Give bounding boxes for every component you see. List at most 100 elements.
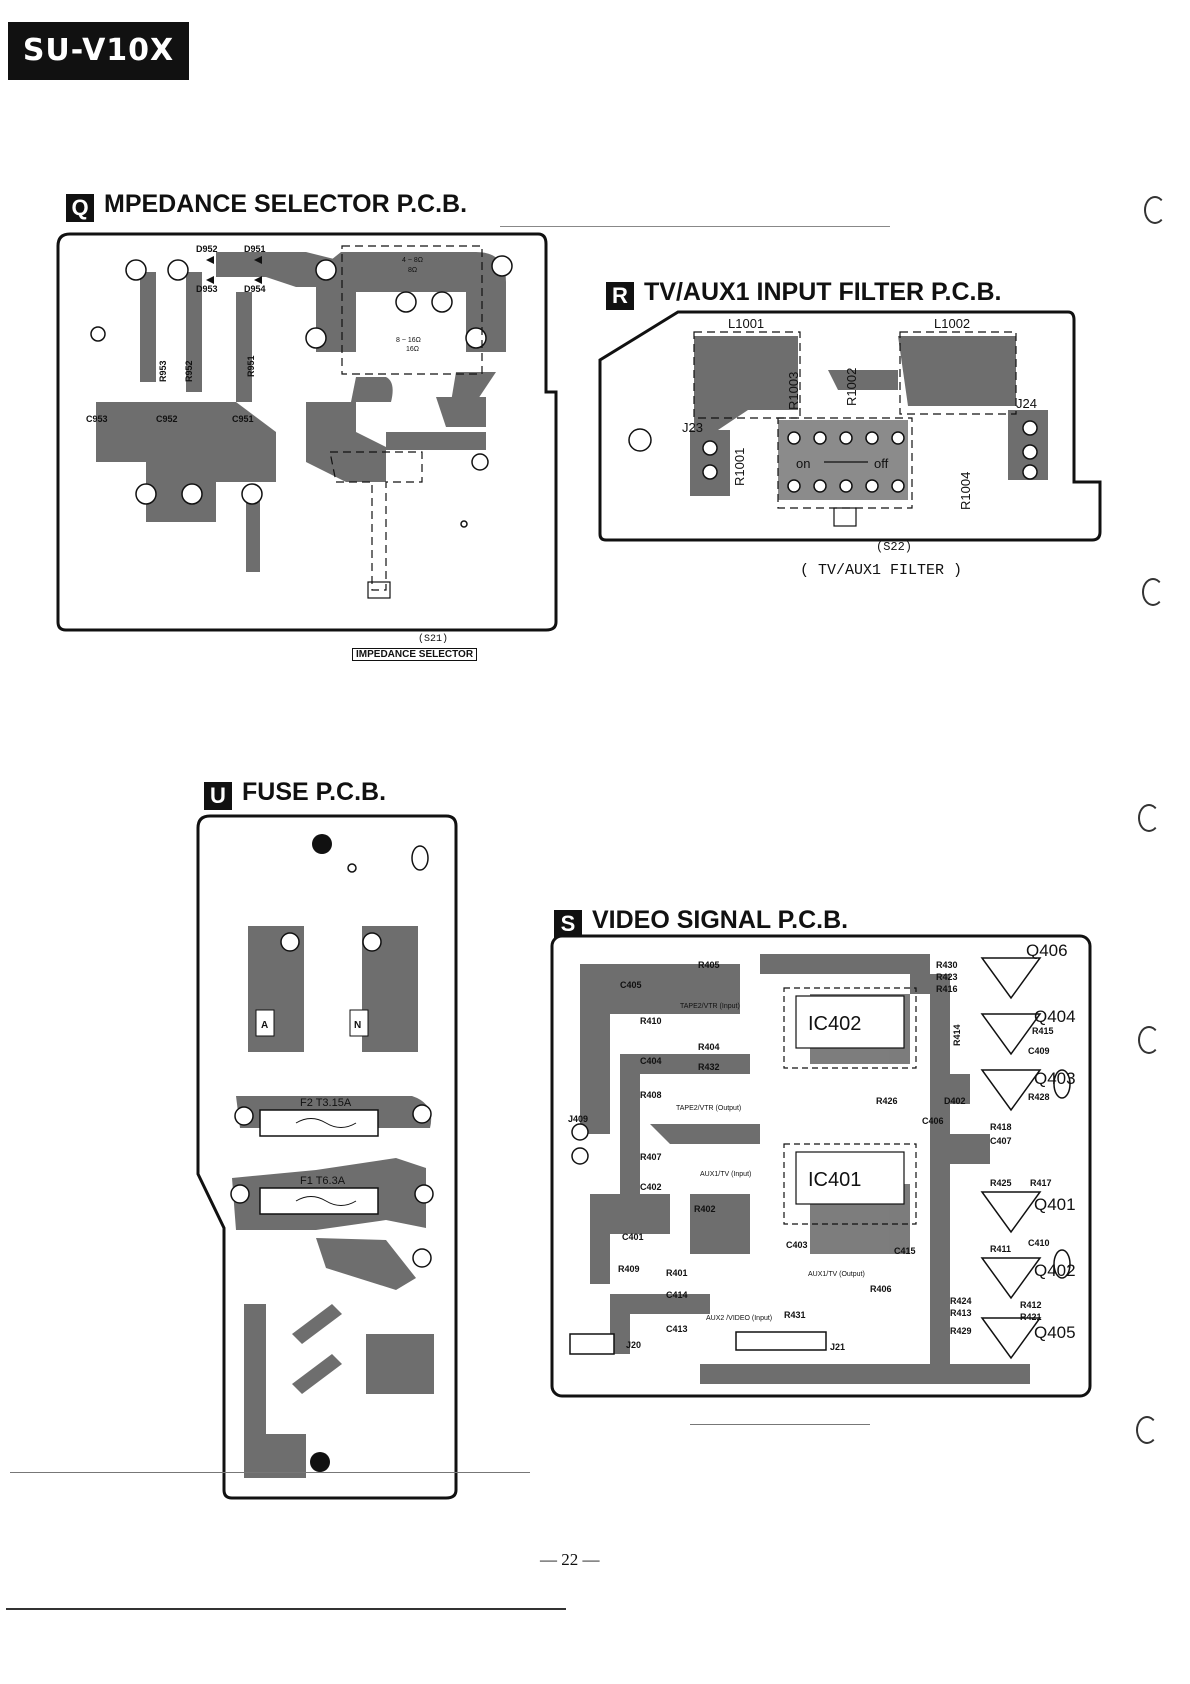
label-r410: R410 bbox=[640, 1016, 662, 1026]
label-c952: C952 bbox=[156, 414, 178, 424]
label-r416: R416 bbox=[936, 984, 958, 994]
label-r426: R426 bbox=[876, 1096, 898, 1106]
label-r402: R402 bbox=[694, 1204, 716, 1214]
label-r413: R413 bbox=[950, 1308, 972, 1318]
label-l1001: L1001 bbox=[728, 316, 764, 331]
label-tape2-input: TAPE2/VTR (Input) bbox=[680, 1003, 740, 1010]
label-d951: D951 bbox=[244, 244, 266, 254]
s22-label: (S22) bbox=[876, 540, 913, 554]
tv-aux1-input-filter-pcb-board: L1001 L1002 J23 J24 on off R1001 R1002 R… bbox=[598, 310, 1102, 542]
label-off: off bbox=[874, 456, 889, 471]
label-r407: R407 bbox=[640, 1152, 662, 1162]
label-r423: R423 bbox=[936, 972, 958, 982]
section-u-title-text: FUSE P.C.B. bbox=[242, 778, 387, 806]
label-d402: D402 bbox=[944, 1096, 966, 1106]
section-r-letter: R bbox=[606, 282, 634, 310]
section-q-title: Q MPEDANCE SELECTOR P.C.B. bbox=[66, 190, 467, 222]
label-r404: R404 bbox=[698, 1042, 720, 1052]
label-c404: C404 bbox=[640, 1056, 662, 1066]
binder-ring-mark bbox=[1138, 804, 1160, 832]
label-imp-16: 16Ω bbox=[406, 346, 419, 353]
label-c402: C402 bbox=[640, 1182, 662, 1192]
binder-ring-mark bbox=[1136, 1416, 1158, 1444]
label-q404: Q404 bbox=[1034, 1007, 1076, 1026]
label-aux1-tv-output: AUX1/TV (Output) bbox=[808, 1271, 865, 1278]
fuse-pcb-board: A N F2 T3.15A F1 T6.3A bbox=[196, 814, 458, 1500]
label-r411: R411 bbox=[990, 1244, 1011, 1254]
label-c407: C407 bbox=[990, 1136, 1012, 1146]
label-j20: J20 bbox=[626, 1340, 641, 1350]
label-q401: Q401 bbox=[1034, 1195, 1076, 1214]
label-c415: C415 bbox=[894, 1246, 916, 1256]
label-r429: R429 bbox=[950, 1326, 972, 1336]
label-r953: R953 bbox=[158, 360, 168, 382]
label-r405: R405 bbox=[698, 960, 720, 970]
label-c405: C405 bbox=[620, 980, 642, 990]
label-q402: Q402 bbox=[1034, 1261, 1076, 1280]
label-r951: R951 bbox=[246, 355, 256, 377]
model-badge: SU-V10X bbox=[8, 22, 189, 80]
label-a: A bbox=[261, 1020, 268, 1031]
label-c406: C406 bbox=[922, 1116, 944, 1126]
label-n: N bbox=[354, 1020, 361, 1031]
label-c951: C951 bbox=[232, 414, 254, 424]
label-r952: R952 bbox=[184, 360, 194, 382]
label-c403: C403 bbox=[786, 1240, 808, 1250]
scan-line bbox=[690, 1424, 870, 1425]
label-r401: R401 bbox=[666, 1268, 688, 1278]
s21-label: (S21) bbox=[418, 634, 449, 645]
label-r408: R408 bbox=[640, 1090, 662, 1100]
page-number: — 22 — bbox=[540, 1550, 600, 1569]
label-c410: C410 bbox=[1028, 1238, 1050, 1248]
label-imp-4-8: 4 ~ 8Ω bbox=[402, 257, 423, 264]
label-r424: R424 bbox=[950, 1296, 972, 1306]
section-q-letter: Q bbox=[66, 194, 94, 222]
label-r428: R428 bbox=[1028, 1092, 1050, 1102]
label-on: on bbox=[796, 456, 810, 471]
label-ic402: IC402 bbox=[808, 1013, 861, 1035]
scan-line bbox=[10, 1472, 530, 1473]
section-u-letter: U bbox=[204, 782, 232, 810]
section-s-letter: S bbox=[554, 910, 582, 938]
label-r1003: R1003 bbox=[786, 372, 801, 410]
label-c401: C401 bbox=[622, 1232, 644, 1242]
label-r1002: R1002 bbox=[844, 368, 859, 406]
label-r425: R425 bbox=[990, 1178, 1012, 1188]
section-r-title: R TV/AUX1 INPUT FILTER P.C.B. bbox=[606, 278, 1001, 310]
label-r409: R409 bbox=[618, 1264, 640, 1274]
tv-aux1-filter-caption: ( TV/AUX1 FILTER ) bbox=[800, 562, 963, 579]
label-aux1-tv-input: AUX1/TV (Input) bbox=[700, 1171, 751, 1178]
label-r412: R412 bbox=[1020, 1300, 1042, 1310]
label-d952: D952 bbox=[196, 244, 218, 254]
title-rule bbox=[500, 226, 890, 227]
label-r430: R430 bbox=[936, 960, 958, 970]
label-d954: D954 bbox=[244, 284, 266, 294]
label-aux2-video-input: AUX2 /VIDEO (Input) bbox=[706, 1315, 772, 1322]
label-ic401: IC401 bbox=[808, 1169, 861, 1191]
label-r414: R414 bbox=[952, 1024, 962, 1046]
section-q-title-text: MPEDANCE SELECTOR P.C.B. bbox=[104, 190, 468, 218]
label-q405: Q405 bbox=[1034, 1323, 1076, 1342]
label-c409: C409 bbox=[1028, 1046, 1050, 1056]
label-r417: R417 bbox=[1030, 1178, 1052, 1188]
label-imp-8: 8Ω bbox=[408, 267, 417, 274]
label-q406: Q406 bbox=[1026, 941, 1068, 960]
impedance-selector-pcb-board: D952 D951 D953 D954 C953 C952 C951 R953 … bbox=[56, 232, 558, 632]
label-j21: J21 bbox=[830, 1342, 845, 1352]
label-r406: R406 bbox=[870, 1284, 892, 1294]
label-j24: J24 bbox=[1016, 396, 1037, 411]
video-signal-pcb-board: IC402 IC401 Q406 Q404 Q403 Q401 Q402 Q40… bbox=[550, 934, 1092, 1398]
label-d953: D953 bbox=[196, 284, 218, 294]
label-f1: F1 T6.3A bbox=[300, 1175, 346, 1187]
section-r-title-text: TV/AUX1 INPUT FILTER P.C.B. bbox=[644, 278, 1002, 306]
label-c953: C953 bbox=[86, 414, 108, 424]
label-tape2-output: TAPE2/VTR (Output) bbox=[676, 1105, 741, 1112]
label-r432: R432 bbox=[698, 1062, 720, 1072]
label-j23: J23 bbox=[682, 420, 703, 435]
binder-ring-mark bbox=[1138, 1026, 1160, 1054]
label-c413: C413 bbox=[666, 1324, 688, 1334]
label-q403: Q403 bbox=[1034, 1069, 1076, 1088]
label-r1001: R1001 bbox=[732, 448, 747, 486]
impedance-selector-caption: IMPEDANCE SELECTOR bbox=[352, 648, 478, 661]
